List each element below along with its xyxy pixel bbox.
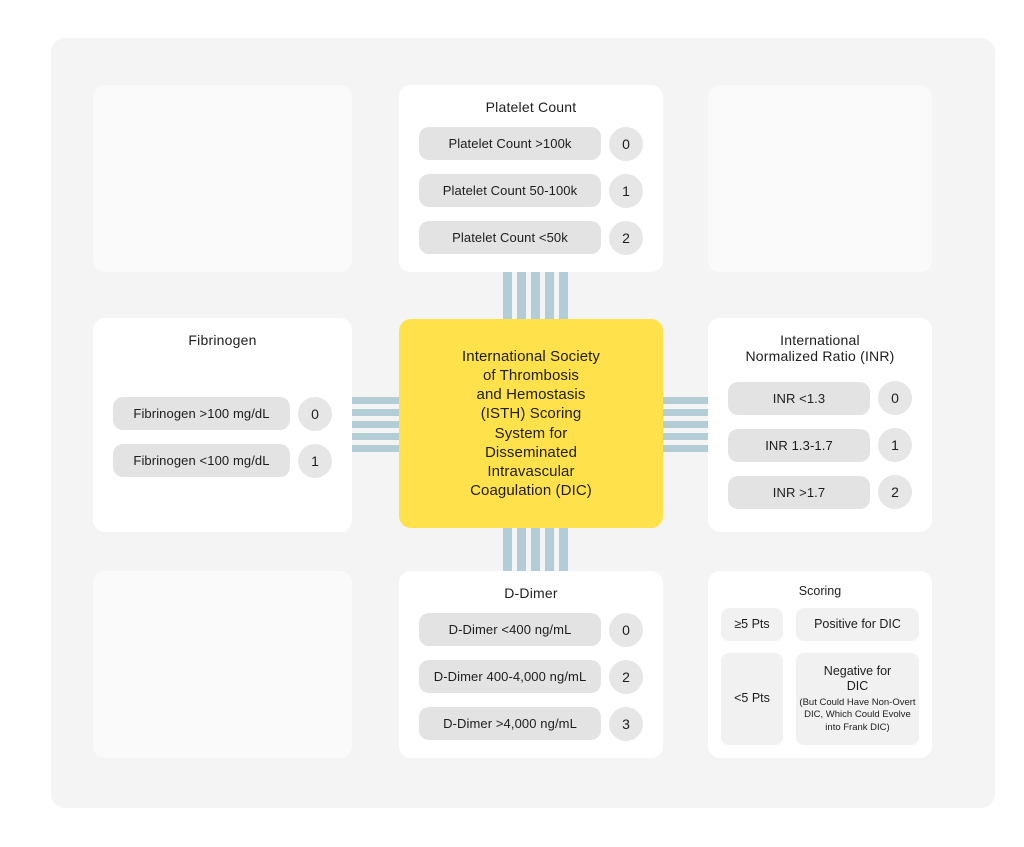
- d-dimer-panel-title: D-Dimer: [504, 585, 558, 601]
- score-row: INR <1.3 0: [728, 381, 912, 416]
- criterion-pill: D-Dimer >4,000 ng/mL: [419, 707, 601, 741]
- criterion-pill: Platelet Count >100k: [419, 127, 601, 161]
- inr-panel: International Normalized Ratio (INR) INR…: [708, 318, 932, 532]
- criterion-pill: Platelet Count 50-100k: [419, 174, 601, 208]
- score-row: D-Dimer 400-4,000 ng/mL 2: [419, 659, 643, 694]
- scoring-result-text: Negative for DIC: [823, 663, 892, 694]
- score-row: INR 1.3-1.7 1: [728, 428, 912, 463]
- platelet-panel-title: Platelet Count: [485, 99, 577, 115]
- scoring-result-text: Positive for DIC: [814, 616, 901, 631]
- score-badge: 2: [609, 220, 643, 255]
- connector-top: [503, 272, 568, 319]
- score-badge: 2: [609, 659, 643, 694]
- criterion-pill: INR >1.7: [728, 475, 870, 509]
- score-badge: 2: [878, 475, 912, 510]
- score-badge: 1: [878, 428, 912, 463]
- scoring-panel-title: Scoring: [798, 584, 842, 598]
- platelet-rows: Platelet Count >100k 0 Platelet Count 50…: [399, 115, 663, 272]
- d-dimer-panel: D-Dimer D-Dimer <400 ng/mL 0 D-Dimer 400…: [399, 571, 663, 758]
- isth-title-line: of Thrombosis: [482, 366, 580, 384]
- inr-title-line: International: [780, 332, 860, 348]
- scoring-result-note: (But Could Have Non-Overt DIC, Which Cou…: [799, 696, 916, 733]
- score-row: Fibrinogen >100 mg/dL 0: [113, 396, 332, 431]
- platelet-count-panel: Platelet Count Platelet Count >100k 0 Pl…: [399, 85, 663, 272]
- isth-title-line: Disseminated: [484, 443, 578, 461]
- score-badge: 1: [609, 173, 643, 208]
- criterion-pill: Fibrinogen >100 mg/dL: [113, 397, 290, 431]
- isth-title-line: (ISTH) Scoring: [480, 405, 582, 423]
- placeholder-panel-top-left: [93, 85, 352, 272]
- score-badge: 0: [298, 396, 332, 431]
- score-badge: 0: [609, 612, 643, 647]
- fibrinogen-panel-title: Fibrinogen: [188, 332, 257, 348]
- isth-title-line: Coagulation (DIC): [470, 482, 592, 500]
- score-badge: 3: [609, 706, 643, 741]
- isth-title-line: Intravascular: [487, 462, 575, 480]
- isth-center-box: International Society of Thrombosis and …: [399, 319, 663, 528]
- isth-title: International Society of Thrombosis and …: [462, 347, 600, 501]
- score-row: Platelet Count <50k 2: [419, 220, 643, 255]
- fibrinogen-panel: Fibrinogen Fibrinogen >100 mg/dL 0 Fibri…: [93, 318, 352, 532]
- criterion-pill: INR <1.3: [728, 381, 870, 415]
- scoring-result-box: Positive for DIC: [796, 608, 919, 641]
- scoring-points-box: <5 Pts: [721, 653, 783, 745]
- isth-title-line: International Society: [461, 347, 600, 365]
- isth-title-line: System for: [494, 424, 568, 442]
- fibrinogen-rows: Fibrinogen >100 mg/dL 0 Fibrinogen <100 …: [93, 348, 352, 532]
- criterion-pill: INR 1.3-1.7: [728, 428, 870, 462]
- placeholder-panel-bottom-left: [93, 571, 352, 758]
- scoring-result-box: Negative for DIC (But Could Have Non-Ove…: [796, 653, 919, 745]
- placeholder-panel-top-right: [708, 85, 932, 272]
- scoring-points-box: ≥5 Pts: [721, 608, 783, 641]
- score-row: INR >1.7 2: [728, 475, 912, 510]
- score-row: D-Dimer >4,000 ng/mL 3: [419, 706, 643, 741]
- score-row: Platelet Count >100k 0: [419, 126, 643, 161]
- isth-title-line: and Hemostasis: [476, 386, 586, 404]
- score-row: Platelet Count 50-100k 1: [419, 173, 643, 208]
- connector-bottom: [503, 528, 568, 571]
- connector-left: [352, 397, 399, 452]
- score-row: Fibrinogen <100 mg/dL 1: [113, 443, 332, 478]
- scoring-panel: Scoring ≥5 Pts Positive for DIC <5 Pts N…: [708, 571, 932, 758]
- inr-panel-title: International Normalized Ratio (INR): [708, 318, 932, 364]
- inr-title-line: Normalized Ratio (INR): [745, 348, 895, 365]
- score-badge: 1: [298, 443, 332, 478]
- inr-rows: INR <1.3 0 INR 1.3-1.7 1 INR >1.7 2: [708, 364, 932, 532]
- criterion-pill: D-Dimer 400-4,000 ng/mL: [419, 660, 601, 694]
- connector-right: [663, 397, 708, 452]
- criterion-pill: Fibrinogen <100 mg/dL: [113, 444, 290, 478]
- score-badge: 0: [878, 381, 912, 416]
- criterion-pill: Platelet Count <50k: [419, 221, 601, 255]
- criterion-pill: D-Dimer <400 ng/mL: [419, 613, 601, 647]
- scoring-grid: ≥5 Pts Positive for DIC <5 Pts Negative …: [708, 598, 932, 758]
- diagram-canvas: Platelet Count Platelet Count >100k 0 Pl…: [51, 38, 995, 808]
- score-badge: 0: [609, 126, 643, 161]
- d-dimer-rows: D-Dimer <400 ng/mL 0 D-Dimer 400-4,000 n…: [399, 601, 663, 758]
- score-row: D-Dimer <400 ng/mL 0: [419, 612, 643, 647]
